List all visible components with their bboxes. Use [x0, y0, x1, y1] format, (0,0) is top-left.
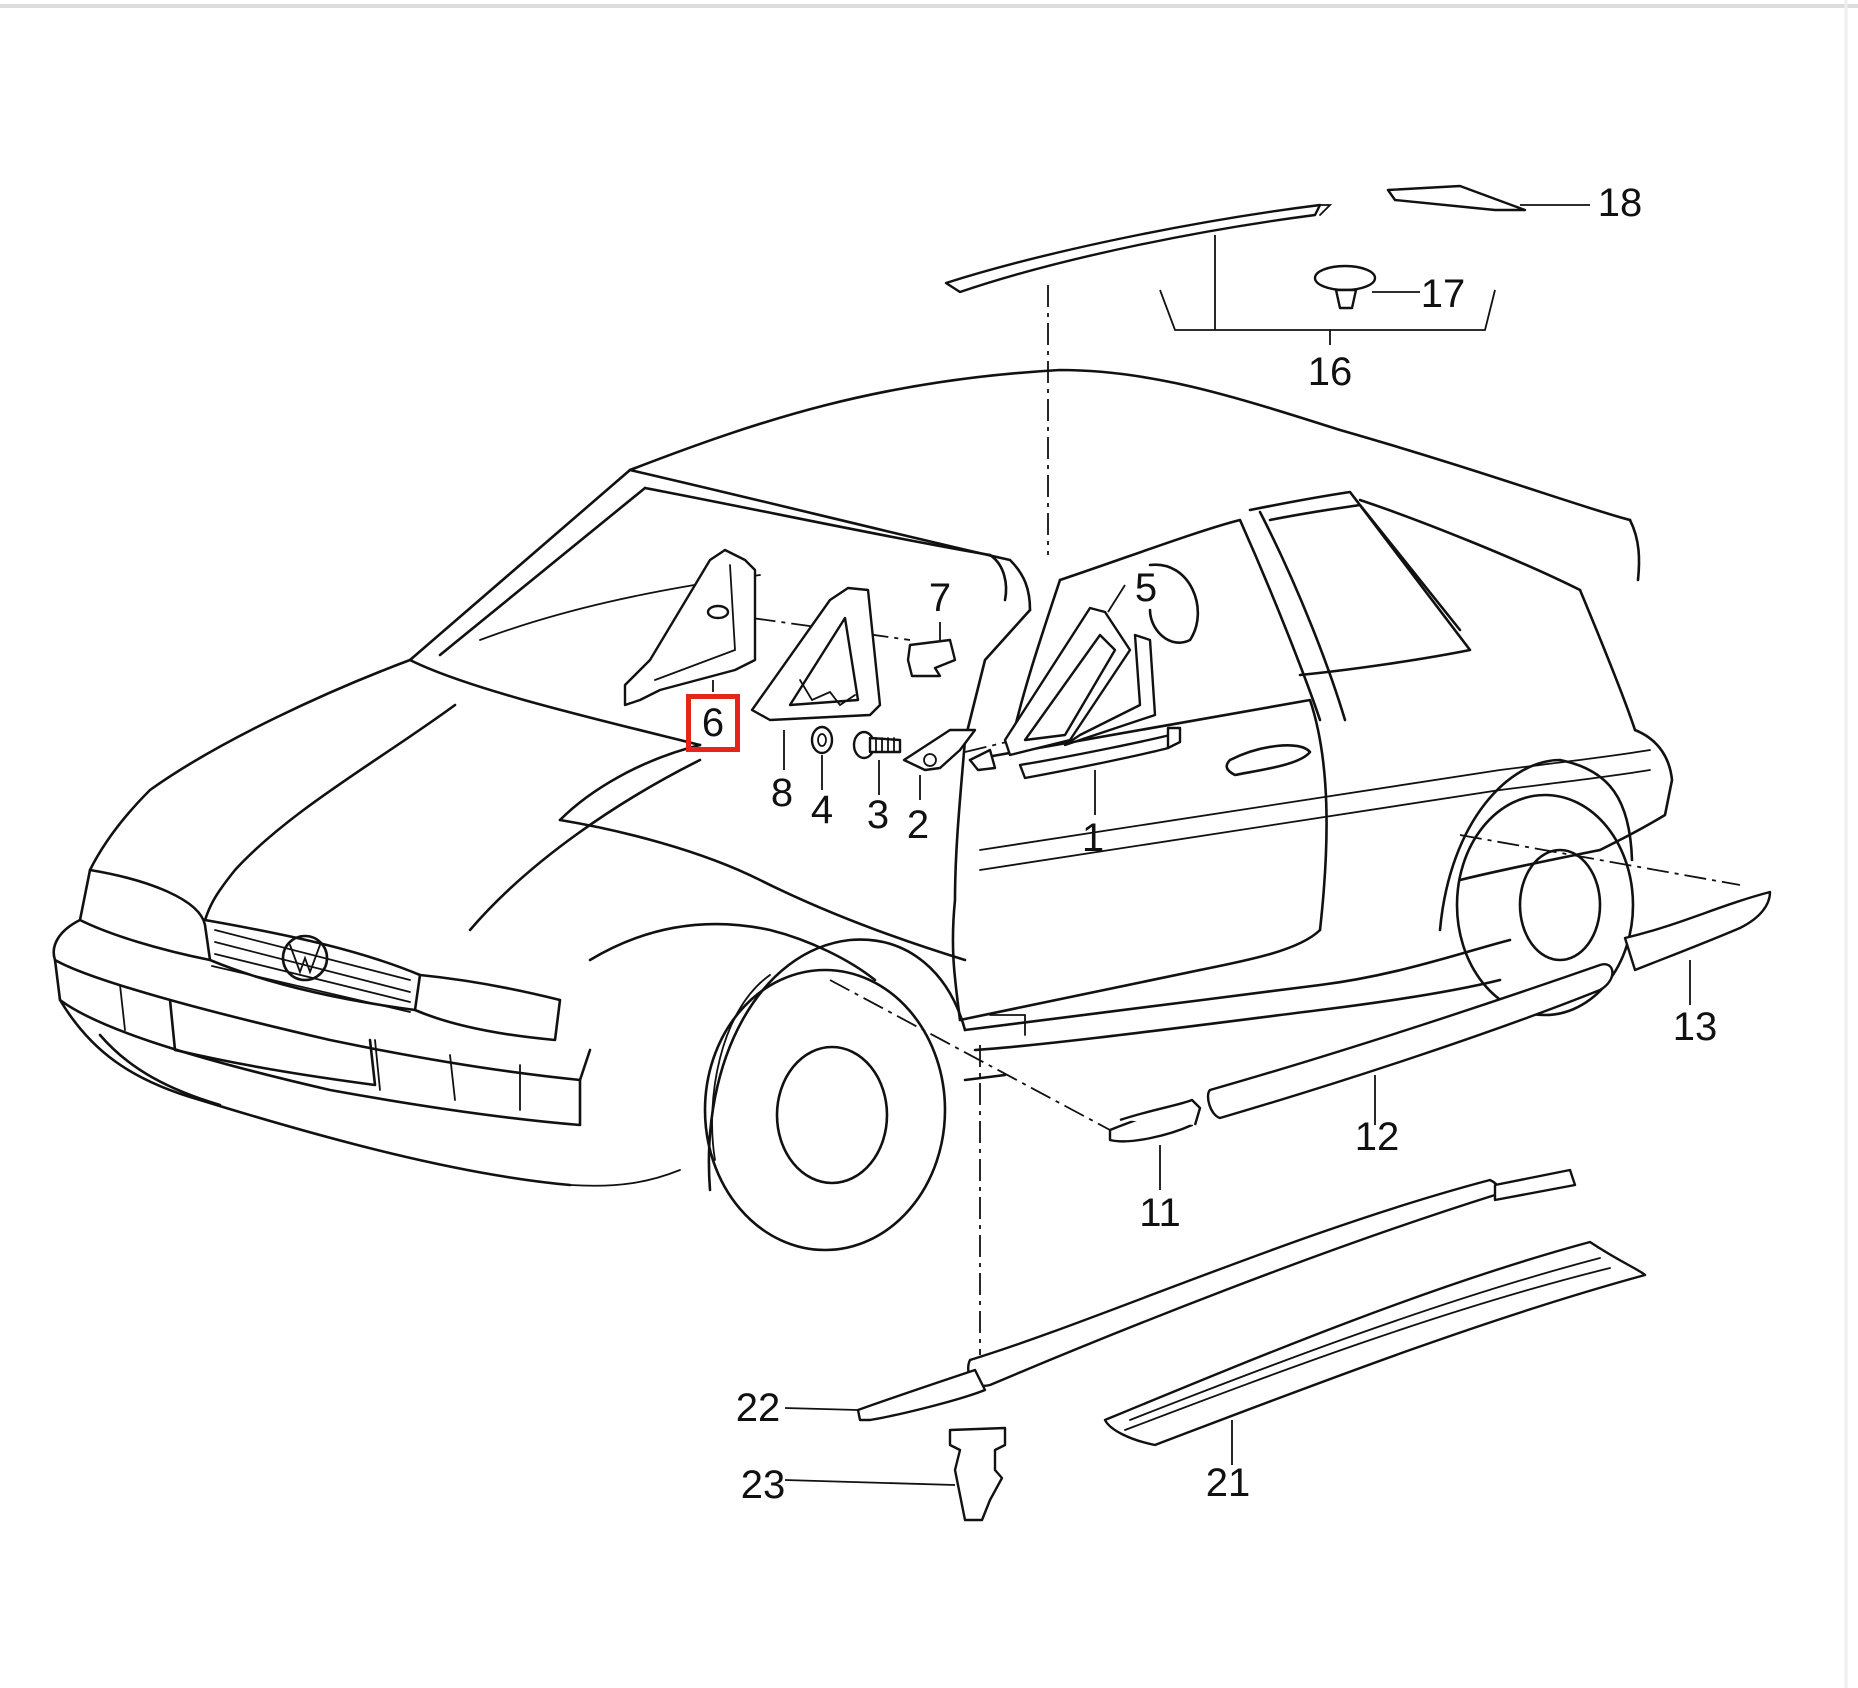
- part-17-clip: [1313, 264, 1420, 310]
- part-23-push-clip: [784, 1426, 1007, 1522]
- callout-21: 21: [1205, 1461, 1251, 1505]
- callout-12: 12: [1354, 1115, 1400, 1159]
- callout-18: 18: [1597, 181, 1643, 225]
- part-12-door-molding: [1206, 963, 1614, 1125]
- callout-8: 8: [770, 771, 794, 815]
- callout-6: 6: [701, 701, 725, 745]
- part-2-trim-piece: [902, 728, 977, 800]
- callout-3: 3: [866, 793, 890, 837]
- vw-emblem-icon: [281, 934, 329, 982]
- part-4-washer: [810, 725, 834, 790]
- part-13-rear-molding: [1623, 890, 1772, 1005]
- callout-4: 4: [810, 788, 834, 832]
- callout-11: 11: [1139, 1191, 1181, 1235]
- part-18-end-cap: [1386, 184, 1590, 212]
- part-16-roof-trim-strip: [944, 203, 1496, 345]
- reference-lines: [715, 285, 1741, 1355]
- callout-6-highlight: [686, 694, 740, 752]
- part-3-screw: [852, 730, 902, 795]
- part-5-vent-triangle: [1003, 584, 1157, 757]
- callout-23: 23: [740, 1463, 786, 1507]
- part-1-window-strip: [968, 726, 1182, 815]
- callout-7: 7: [928, 576, 952, 620]
- car-outline: [52, 368, 1674, 1252]
- callout-5: 5: [1134, 566, 1158, 610]
- callout-17: 17: [1420, 272, 1466, 316]
- callout-16: 16: [1307, 350, 1353, 394]
- part-7-bracket: [906, 622, 957, 678]
- callout-22: 22: [735, 1386, 781, 1430]
- callout-13: 13: [1672, 1005, 1718, 1049]
- callout-1: 1: [1081, 816, 1105, 860]
- part-11-front-molding: [1108, 1098, 1202, 1190]
- part-8-triangle-frame: [750, 586, 882, 770]
- part-22-sill-trim: [784, 1168, 1577, 1422]
- part-6-triangle-cover: [623, 548, 757, 707]
- part-21-sill-panel: [1103, 1240, 1647, 1465]
- callout-2: 2: [906, 803, 930, 847]
